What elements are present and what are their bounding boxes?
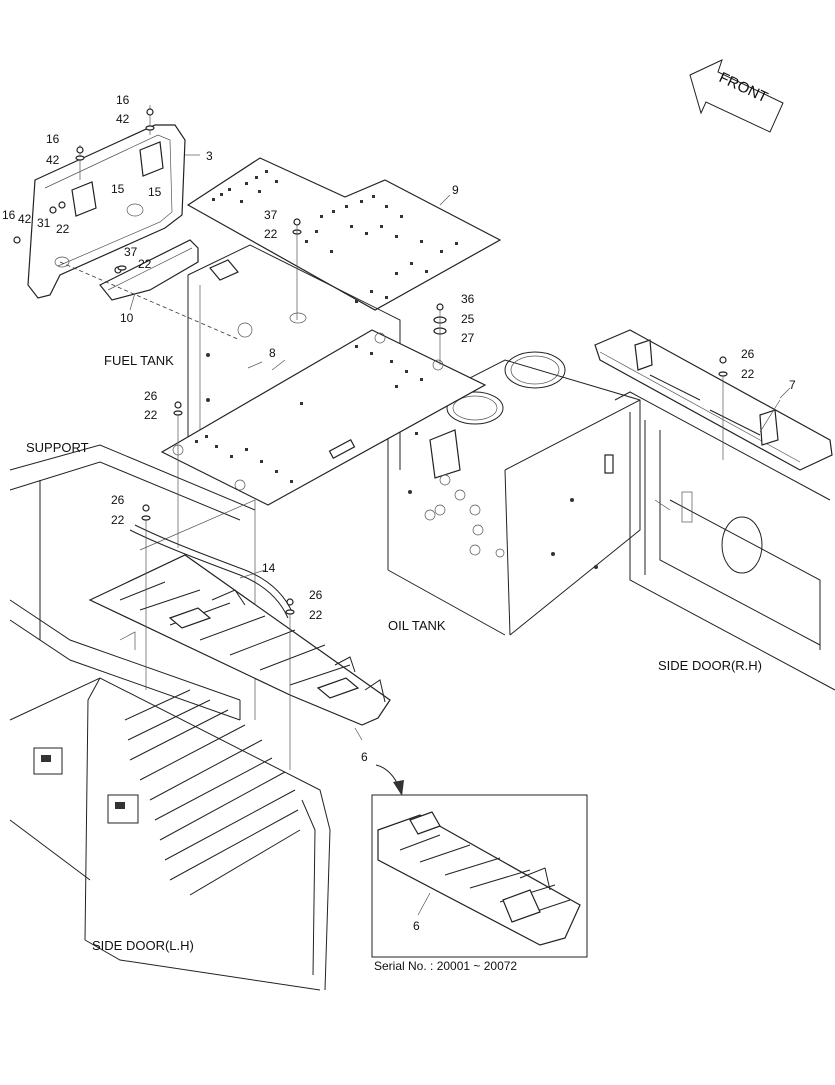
detail-inset: 6 — [371, 794, 588, 958]
side-door-rh — [614, 391, 835, 691]
callout-8: 8 — [269, 346, 276, 360]
callout-36: 36 — [461, 292, 475, 306]
detail-callout-6: 6 — [413, 919, 420, 933]
callout-7: 7 — [789, 378, 796, 392]
fuel-tank-label: FUEL TANK — [104, 353, 174, 368]
callout-26: 26 — [309, 588, 323, 602]
callout-22: 22 — [309, 608, 323, 622]
plate-8 — [160, 329, 487, 506]
serial-number-caption: Serial No. : 20001 ~ 20072 — [374, 959, 517, 973]
oil-tank — [387, 351, 641, 636]
oil-tank-label: OIL TANK — [388, 618, 446, 633]
front-direction-arrow: FRONT — [689, 59, 784, 133]
callout-31: 31 — [37, 216, 51, 230]
support-label: SUPPORT — [26, 440, 89, 455]
callout-26: 26 — [144, 389, 158, 403]
leader-lines — [129, 154, 791, 741]
bracket-7 — [594, 329, 833, 471]
callout-42: 42 — [18, 212, 32, 226]
plate-8-perforations — [195, 345, 423, 483]
callout-3: 3 — [206, 149, 213, 163]
side-door-lh-louvers — [124, 689, 301, 896]
callout-14: 14 — [262, 561, 276, 575]
callout-16: 16 — [2, 208, 16, 222]
fasteners — [13, 105, 728, 770]
callout-26: 26 — [111, 493, 125, 507]
callout-22: 22 — [144, 408, 158, 422]
callout-labels: 16 42 3 16 42 15 15 16 42 31 22 37 22 10… — [2, 93, 796, 764]
callout-22: 22 — [741, 367, 755, 381]
callout-10: 10 — [120, 311, 134, 325]
handle-14 — [129, 524, 294, 619]
callout-37: 37 — [124, 245, 138, 259]
callout-37: 37 — [264, 208, 278, 222]
callout-6: 6 — [361, 750, 368, 764]
component-captions: FUEL TANK SUPPORT OIL TANK SIDE DOOR(R.H… — [26, 353, 762, 953]
callout-16: 16 — [46, 132, 60, 146]
plate-9 — [186, 157, 502, 311]
plate-9-perforations — [212, 170, 458, 303]
callout-22: 22 — [111, 513, 125, 527]
callout-42: 42 — [46, 153, 60, 167]
bracket-3 — [27, 124, 186, 299]
side-door-lh — [9, 677, 331, 991]
callout-22: 22 — [56, 222, 70, 236]
side-door-rh-label: SIDE DOOR(R.H) — [658, 658, 762, 673]
callout-27: 27 — [461, 331, 475, 345]
detail-arrowhead — [393, 780, 404, 796]
side-door-lh-label: SIDE DOOR(L.H) — [92, 938, 194, 953]
callout-42: 42 — [116, 112, 130, 126]
callout-9: 9 — [452, 183, 459, 197]
callout-22: 22 — [264, 227, 278, 241]
callout-22: 22 — [138, 257, 152, 271]
callout-15: 15 — [148, 185, 162, 199]
callout-26: 26 — [741, 347, 755, 361]
callout-16: 16 — [116, 93, 130, 107]
callout-15: 15 — [111, 182, 125, 196]
front-arrow-label: FRONT — [716, 69, 770, 106]
callout-25: 25 — [461, 312, 475, 326]
bracket-10 — [59, 239, 241, 341]
